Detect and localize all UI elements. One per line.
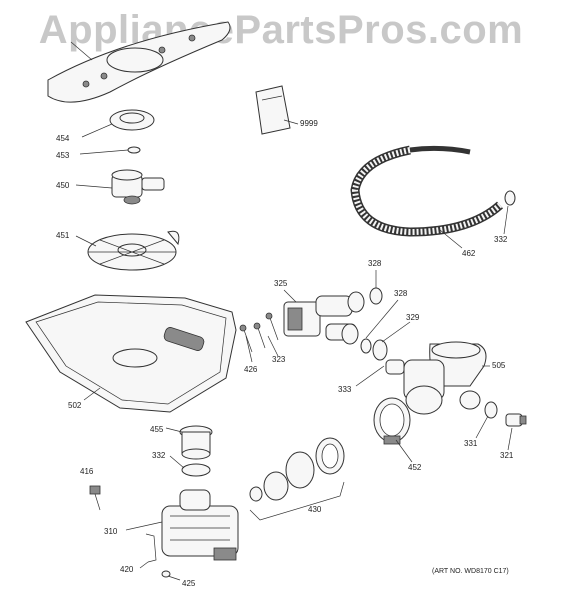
label-502: 502 xyxy=(68,401,82,410)
gasket-329[interactable] xyxy=(372,339,388,361)
label-331: 331 xyxy=(464,439,478,448)
label-451: 451 xyxy=(56,231,70,240)
leader-lines xyxy=(70,41,513,581)
label-452: 452 xyxy=(408,463,422,472)
label-328-lower: 328 xyxy=(394,289,408,298)
label-329: 329 xyxy=(406,313,420,322)
hose-clamp-upper[interactable] xyxy=(504,190,516,206)
label-323: 323 xyxy=(272,355,286,364)
label-505: 505 xyxy=(492,361,506,370)
spray-hub-assembly[interactable] xyxy=(111,169,165,205)
pump-motor[interactable] xyxy=(161,489,239,561)
label-310: 310 xyxy=(104,527,118,536)
bolt-416[interactable] xyxy=(89,485,101,511)
impeller-group[interactable] xyxy=(249,437,345,521)
o-ring[interactable] xyxy=(127,146,141,154)
seal-331[interactable] xyxy=(484,401,498,419)
screw-426[interactable] xyxy=(239,324,253,353)
label-462: 462 xyxy=(462,249,476,258)
label-450: 450 xyxy=(56,181,70,190)
label-325: 325 xyxy=(274,279,288,288)
label-430: 430 xyxy=(308,505,322,514)
ring-328-lower[interactable] xyxy=(360,338,372,354)
manual-document[interactable] xyxy=(255,85,291,135)
label-420: 420 xyxy=(120,565,134,574)
sensor-321[interactable] xyxy=(505,413,527,427)
sump-housing[interactable] xyxy=(385,341,487,415)
label-425: 425 xyxy=(182,579,196,588)
label-332-lower: 332 xyxy=(152,451,166,460)
spray-arm[interactable] xyxy=(47,21,231,103)
art-number: (ART NO. WD8170 C17) xyxy=(432,568,509,575)
label-416: 416 xyxy=(80,467,94,476)
label-321: 321 xyxy=(500,451,514,460)
label-426: 426 xyxy=(244,365,258,374)
hose-clamp-332[interactable] xyxy=(181,463,211,477)
label-328-upper: 328 xyxy=(368,259,382,268)
label-332-upper: 332 xyxy=(494,235,508,244)
label-333: 333 xyxy=(338,385,352,394)
bracket-420[interactable] xyxy=(145,533,157,563)
hose-clamp-452[interactable] xyxy=(373,397,411,445)
filter-cup-455[interactable] xyxy=(179,425,213,460)
ring-328-upper[interactable] xyxy=(369,287,383,305)
label-454: 454 xyxy=(56,134,70,143)
filter-disc[interactable] xyxy=(87,230,180,271)
screw-323[interactable] xyxy=(253,312,279,349)
filter-tray[interactable] xyxy=(25,294,237,413)
clip-425[interactable] xyxy=(161,570,171,578)
label-455: 455 xyxy=(150,425,164,434)
label-9999: 9999 xyxy=(300,119,318,128)
drain-valve-assembly[interactable] xyxy=(283,291,365,345)
bearing-ring[interactable] xyxy=(109,109,155,131)
drain-hose[interactable] xyxy=(350,145,504,237)
label-453: 453 xyxy=(56,151,70,160)
